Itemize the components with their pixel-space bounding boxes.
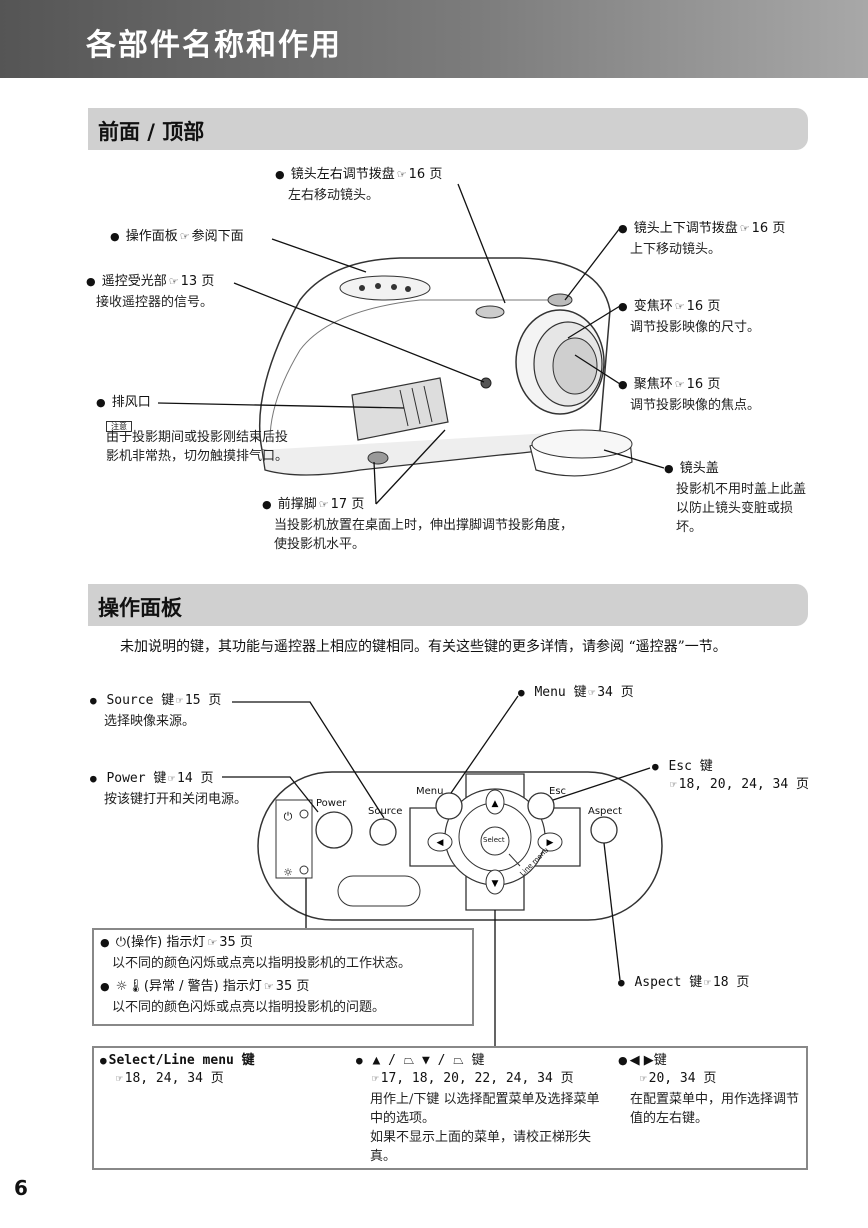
power-symbol-icon: ⏻ bbox=[284, 810, 293, 823]
desc-up-down-keystone: 如果不显示上面的菜单，请校正梯形失真。 bbox=[370, 1130, 592, 1164]
label-warning-indicator: ☼🌡(异常 / 警告) 指示灯☞35 页 bbox=[100, 978, 310, 996]
page-number: 6 bbox=[14, 1176, 28, 1200]
section-title: 操作面板 bbox=[98, 596, 182, 620]
label-focus-ring: 聚焦环☞16 页 bbox=[618, 376, 721, 394]
label-select-line-key: Select/Line menu 键 bbox=[100, 1052, 255, 1070]
page-ref-icon: ☞ bbox=[674, 378, 685, 391]
desc-power-key: 按该键打开和关闭电源。 bbox=[104, 792, 248, 807]
arrow-down-icon: ▼ bbox=[492, 879, 499, 889]
control-panel-illustration: ⏻ ☼ ▲ ▼ ◀ ▶ bbox=[222, 695, 663, 1048]
panel-intro-text: 未加说明的键，其功能与遥控器上相应的键相同。有关这些键的更多详情，请参阅 “遥控… bbox=[120, 639, 727, 655]
page-ref-icon: ☞ bbox=[116, 1072, 123, 1085]
desc-exhaust: 由于投影期间或投影刚结束后投影机非常热，切勿触摸排气口。 bbox=[106, 430, 289, 464]
label-exhaust: 排风口 bbox=[96, 394, 151, 412]
label-zoom-ring: 变焦环☞16 页 bbox=[618, 298, 721, 316]
section-title: 前面 / 顶部 bbox=[98, 120, 205, 144]
panel-esc-text: Esc bbox=[549, 786, 567, 797]
keystone-up-icon: ⏢ bbox=[395, 1053, 422, 1068]
desc-lens-cover: 投影机不用时盖上此盖以防止镜头变脏或损坏。 bbox=[676, 482, 807, 535]
power-symbol-icon: ⏻ bbox=[115, 935, 127, 950]
title-banner: 各部件名称和作用 bbox=[0, 0, 868, 78]
section-header-front-top: 前面 / 顶部 bbox=[88, 108, 808, 150]
page-ref-icon: ☞ bbox=[674, 300, 685, 313]
desc-focus-ring: 调节投影映像的焦点。 bbox=[630, 398, 761, 413]
page-ref-icon: ☞ bbox=[207, 936, 218, 949]
indicator-info-box: ⏻(操作) 指示灯☞35 页 以不同的颜色闪烁或点亮以指明投影机的工作状态。 ☼… bbox=[92, 928, 474, 1026]
panel-power-text: Power bbox=[316, 798, 347, 809]
warning-lamp-icon: ☼ bbox=[283, 866, 293, 879]
page-ref-icon: ☞ bbox=[670, 778, 677, 791]
keys-info-box: Select/Line menu 键 ☞18, 24, 34 页 ▲ / ⏢ ▼… bbox=[92, 1046, 808, 1170]
page-ref-icon: ☞ bbox=[396, 168, 407, 181]
label-operation-indicator: ⏻(操作) 指示灯☞35 页 bbox=[100, 934, 253, 952]
label-lens-shift-ud: 镜头上下调节拨盘☞16 页 bbox=[618, 220, 786, 238]
desc-lens-shift-lr: 左右移动镜头。 bbox=[288, 188, 380, 203]
page-ref-icon: ☞ bbox=[704, 976, 711, 989]
panel-menu-text: Menu bbox=[416, 786, 444, 797]
page-ref-icon: ☞ bbox=[263, 980, 274, 993]
label-menu-key: Menu 键☞34 页 bbox=[518, 684, 633, 702]
panel-select-text: Select bbox=[483, 836, 505, 844]
label-control-panel: 操作面板☞参阅下面 bbox=[110, 228, 244, 246]
page-ref-icon: ☞ bbox=[739, 222, 750, 235]
page-ref-icon: ☞ bbox=[168, 772, 176, 785]
desc-lens-shift-ud: 上下移动镜头。 bbox=[630, 242, 722, 257]
page-ref-icon: ☞ bbox=[588, 686, 596, 699]
arrow-right-icon: ▶ bbox=[547, 838, 554, 848]
panel-aspect-text: Aspect bbox=[588, 806, 622, 817]
label-up-down-key: ▲ / ⏢ ▼ / ⏢ 键 bbox=[356, 1052, 484, 1070]
desc-remote-receiver: 接收遥控器的信号。 bbox=[96, 295, 214, 310]
page-ref-icon: ☞ bbox=[372, 1072, 379, 1085]
desc-front-foot: 当投影机放置在桌面上时，伸出撑脚调节投影角度，使投影机水平。 bbox=[274, 518, 574, 552]
warning-lamp-icon: ☼🌡 bbox=[115, 979, 144, 994]
select-line-pages: ☞18, 24, 34 页 bbox=[116, 1071, 224, 1086]
label-aspect-key: Aspect 键☞18 页 bbox=[618, 974, 749, 992]
label-left-right-key: ◀ ▶键 bbox=[618, 1052, 667, 1070]
page-ref-icon: ☞ bbox=[318, 498, 329, 511]
desc-operation-indicator: 以不同的颜色闪烁或点亮以指明投影机的工作状态。 bbox=[112, 956, 412, 971]
page-ref-icon: ☞ bbox=[640, 1072, 647, 1085]
desc-left-right-key: 在配置菜单中，用作选择调节值的左右键。 bbox=[630, 1092, 800, 1126]
label-source-key: Source 键☞15 页 bbox=[90, 692, 221, 710]
label-power-key: Power 键☞14 页 bbox=[90, 770, 213, 788]
esc-key-pages: ☞18, 20, 24, 34 页 bbox=[670, 777, 810, 792]
desc-zoom-ring: 调节投影映像的尺寸。 bbox=[630, 320, 761, 335]
page-title: 各部件名称和作用 bbox=[86, 28, 342, 63]
left-right-pages: ☞20, 34 页 bbox=[640, 1071, 717, 1086]
desc-warning-indicator: 以不同的颜色闪烁或点亮以指明投影机的问题。 bbox=[112, 1000, 386, 1015]
label-front-foot: 前撑脚☞17 页 bbox=[262, 496, 365, 514]
arrow-left-icon: ◀ bbox=[437, 838, 444, 848]
desc-source-key: 选择映像来源。 bbox=[104, 714, 196, 729]
label-remote-receiver: 遥控受光部☞13 页 bbox=[86, 273, 215, 291]
page-ref-icon: ☞ bbox=[176, 694, 183, 707]
section-header-control-panel: 操作面板 bbox=[88, 584, 808, 626]
label-lens-shift-lr: 镜头左右调节拨盘☞16 页 bbox=[275, 166, 443, 184]
note-tag-caution: 注意 bbox=[106, 414, 132, 434]
projector-illustration bbox=[157, 183, 665, 505]
page-ref-icon: ☞ bbox=[179, 230, 190, 243]
page-ref-icon: ☞ bbox=[168, 275, 179, 288]
label-esc-key: Esc 键 bbox=[652, 758, 712, 776]
up-down-pages: ☞17, 18, 20, 22, 24, 34 页 bbox=[372, 1071, 574, 1086]
keystone-down-icon: ⏢ bbox=[445, 1053, 472, 1068]
desc-up-down-key: 用作上/下键 以选择配置菜单及选择菜单中的选项。 bbox=[370, 1092, 600, 1126]
label-lens-cover: 镜头盖 bbox=[664, 460, 719, 478]
panel-source-text: Source bbox=[368, 806, 403, 817]
arrow-up-icon: ▲ bbox=[492, 799, 499, 809]
